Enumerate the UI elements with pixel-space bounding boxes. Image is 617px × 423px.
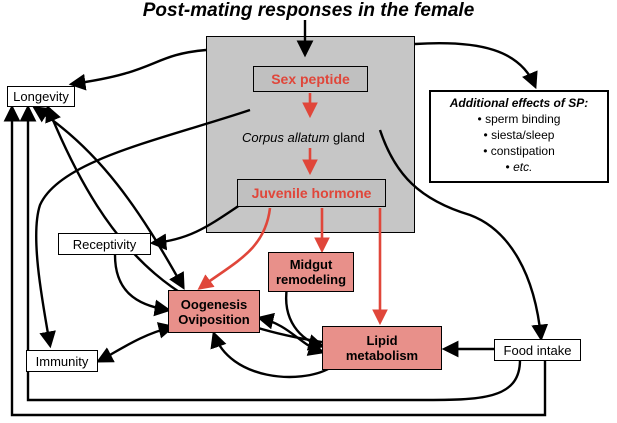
lipid-label: Lipid [366, 333, 398, 348]
diagram-title: Post-mating responses in the female [142, 0, 475, 21]
red-arrow-jh-to-oogenesis [197, 207, 272, 290]
longevity-box: Longevity [7, 86, 75, 107]
metabolism-label: metabolism [345, 348, 419, 363]
arrow-food-to-longevity-loop2 [3, 104, 547, 417]
arrow-gland-to-receptivity [149, 204, 241, 251]
additional-effects-panel: Additional effects of SP: • sperm bindin… [429, 90, 609, 183]
midgut-label: Midgut [289, 257, 333, 272]
arrow-midgut-to-lipid [284, 286, 326, 351]
effect-item: • siesta/sleep [483, 128, 555, 142]
arrow-gland-to-effects [414, 41, 538, 90]
lipid-metabolism-box: Lipid metabolism [322, 326, 442, 370]
arrow-longevity-oogenesis [32, 106, 185, 290]
effect-item: • constipation [483, 144, 555, 158]
arrow-food-to-longevity-loop1 [19, 104, 522, 402]
arrow-gland-to-longevity [68, 48, 207, 91]
effect-item: • sperm binding [477, 112, 561, 126]
effect-item-etc: • etc. [431, 159, 607, 175]
remodeling-label: remodeling [275, 272, 347, 287]
arrow-immunity-oogenesis [96, 322, 176, 363]
immunity-box: Immunity [26, 350, 98, 372]
arrow-lipid-to-oogenesis [210, 330, 331, 379]
corpus-allatum-label: Corpus allatum gland [242, 130, 365, 145]
arrow-gland-to-food-intake [378, 129, 549, 342]
sex-peptide-box: Sex peptide [253, 66, 368, 92]
oogenesis-label: Oogenesis [180, 296, 248, 312]
juvenile-hormone-box: Juvenile hormone [237, 179, 386, 207]
oviposition-label: Oviposition [178, 311, 250, 327]
corpus-allatum-italic: Corpus allatum [242, 130, 330, 145]
corpus-allatum-rest: gland [329, 130, 365, 145]
receptivity-box: Receptivity [58, 233, 151, 255]
etc-text: etc. [513, 160, 533, 174]
oogenesis-oviposition-box: Oogenesis Oviposition [168, 290, 260, 333]
etc-bullet: • [505, 160, 514, 174]
midgut-remodeling-box: Midgut remodeling [268, 252, 354, 292]
effects-heading: Additional effects of SP: [449, 96, 589, 110]
food-intake-box: Food intake [494, 339, 581, 361]
arrow-receptivity-to-oogenesis [113, 254, 172, 317]
